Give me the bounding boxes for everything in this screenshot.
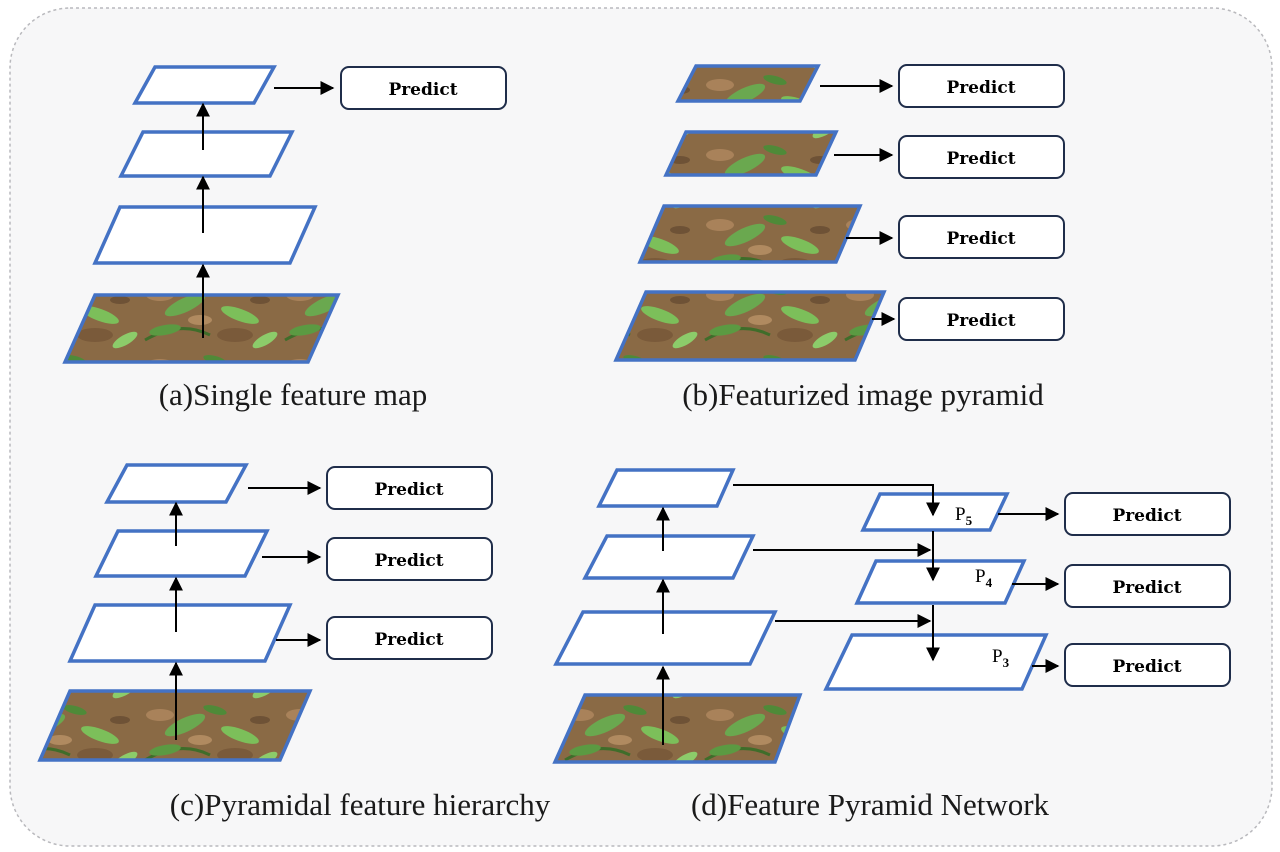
predict-box (1064, 492, 1231, 536)
input-image-layer (552, 693, 803, 764)
caption-c: (c)Pyramidal feature hierarchy (170, 787, 551, 822)
predict-label: Predict (1112, 578, 1181, 598)
predict-label: Predict (374, 630, 443, 650)
predict-label: Predict (946, 149, 1015, 169)
level-label-p5: P5 (955, 504, 973, 528)
predict-box (326, 537, 493, 581)
bottom-up-layer (596, 468, 736, 508)
level-label-p3: P3 (992, 646, 1010, 670)
image-level (637, 204, 863, 264)
bottom-up-layer (582, 534, 756, 580)
bottom-up-layer (553, 610, 778, 666)
predict-label: Predict (1112, 506, 1181, 526)
predict-label: Predict (374, 480, 443, 500)
caption-b: (b)Featurized image pyramid (682, 377, 1044, 412)
image-level (675, 64, 821, 103)
top-down-layer-p5 (860, 492, 1010, 532)
panel-d: P5 P4 P3 Predict Predict Predict (d)Feat… (552, 468, 1231, 822)
predict-box (326, 466, 493, 510)
caption-d: (d)Feature Pyramid Network (691, 787, 1050, 822)
top-down-layer-p4 (854, 559, 1027, 605)
feature-layer (92, 205, 318, 265)
input-image-layer (62, 293, 341, 364)
panel-a: Predict (a)Single feature map (62, 65, 507, 412)
feature-layer (104, 463, 249, 504)
caption-a: (a)Single feature map (159, 377, 428, 412)
feature-layer (67, 603, 293, 663)
feature-layer (132, 65, 277, 105)
predict-label: Predict (388, 80, 457, 100)
image-level (663, 130, 839, 177)
image-level (613, 290, 887, 362)
predict-label: Predict (374, 551, 443, 571)
predict-box (326, 616, 493, 660)
predict-box (898, 64, 1065, 108)
predict-label: Predict (946, 311, 1015, 331)
lateral-connection (733, 484, 940, 517)
predict-box (898, 135, 1065, 179)
predict-label: Predict (946, 229, 1015, 249)
predict-box (898, 297, 1065, 341)
top-down-layer-p3 (823, 633, 1049, 691)
panel-b: Predict Predict Predict Predict (b)Featu… (613, 64, 1065, 412)
level-label-p4: P4 (975, 566, 993, 590)
predict-label: Predict (946, 78, 1015, 98)
predict-box (1064, 564, 1231, 608)
predict-label: Predict (1112, 657, 1181, 677)
predict-box (340, 66, 507, 110)
feature-layer (93, 529, 270, 578)
predict-box (1064, 643, 1231, 687)
predict-box (898, 215, 1065, 259)
panel-c: Predict Predict Predict (c)Pyramidal fea… (37, 463, 551, 822)
feature-layer (118, 130, 295, 178)
